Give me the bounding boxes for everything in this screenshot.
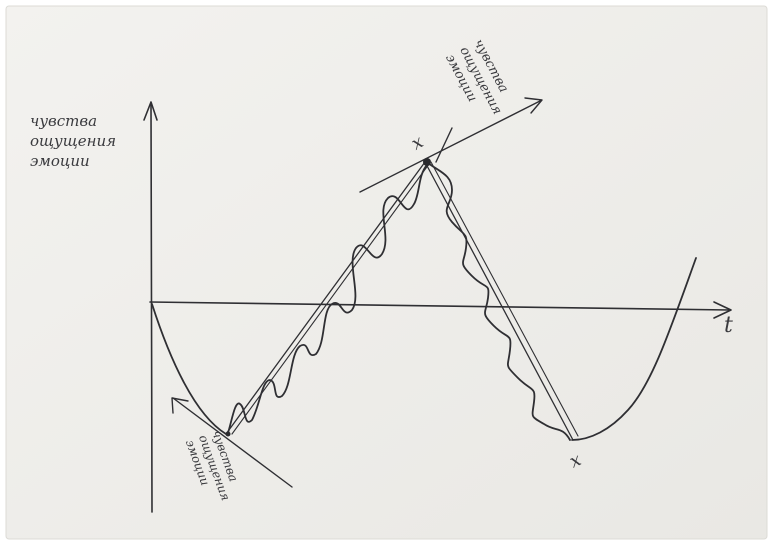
- initial-descent-curve: [151, 303, 227, 435]
- peak-tick: [435, 127, 453, 163]
- trough-dot: [225, 431, 231, 437]
- rising-oscillation: [227, 164, 428, 434]
- x-axis: [149, 301, 732, 319]
- y-axis-label: чувства ощущения эмоции: [30, 112, 116, 170]
- top-tangent-arrow: [359, 97, 543, 193]
- falling-oscillation: [427, 162, 571, 441]
- y-axis: [143, 101, 158, 513]
- bottom-tangent-arrow: [171, 397, 293, 488]
- falling-lines: [424, 161, 579, 441]
- peak-dot: [423, 158, 431, 166]
- x-axis-label: t: [724, 313, 733, 338]
- final-rise-curve: [571, 257, 697, 441]
- paper-background: [5, 5, 768, 540]
- rising-lines: [225, 161, 430, 435]
- y-label-line-3: эмоции: [30, 152, 90, 170]
- y-label-line-1: чувства: [30, 112, 97, 130]
- y-label-line-2: ощущения: [30, 132, 116, 150]
